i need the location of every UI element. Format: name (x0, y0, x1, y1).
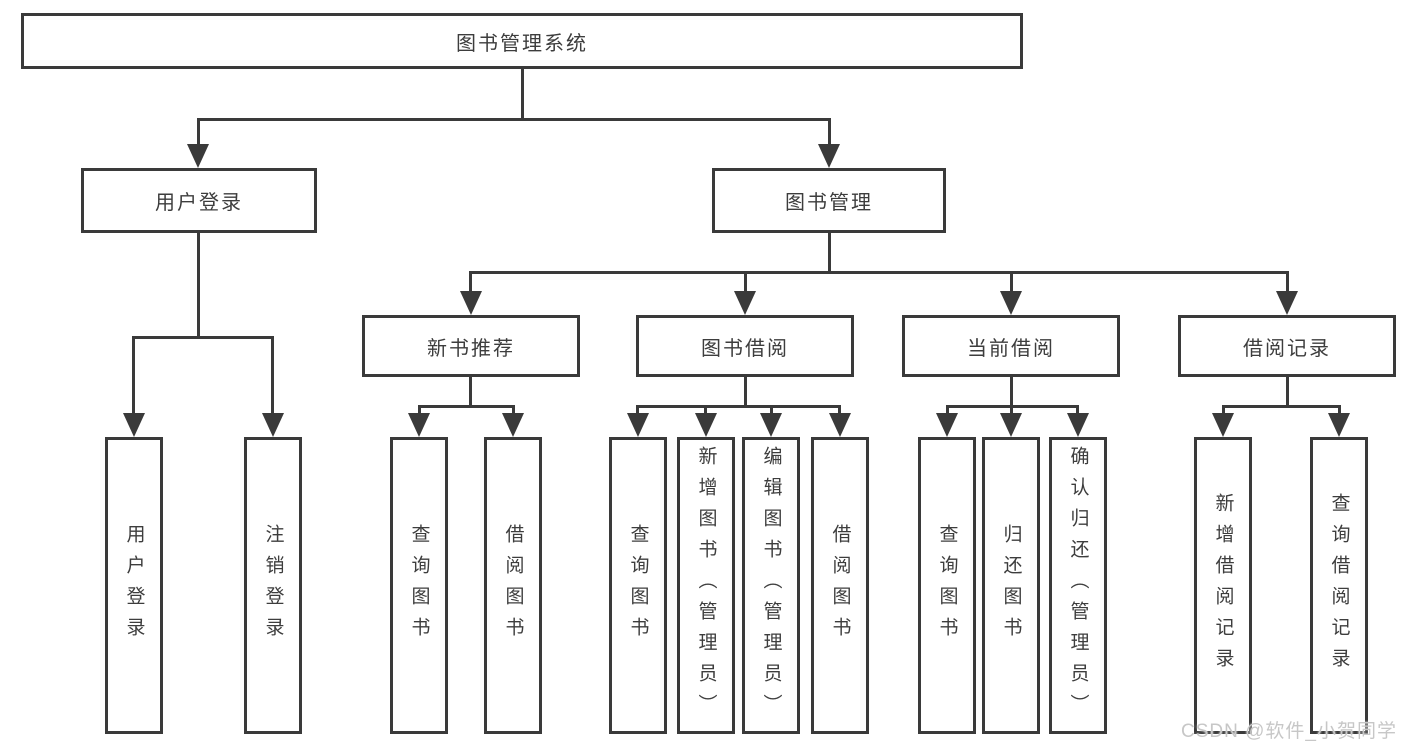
leaf-nb-borrow-books-label: 借阅图书 (502, 523, 524, 648)
arrow-down-icon (936, 413, 958, 437)
node-current-borrowing: 当前借阅 (902, 315, 1120, 377)
arrow-down-icon (1212, 413, 1234, 437)
connector-drop (1010, 271, 1013, 293)
leaf-cb-query-books-label: 查询图书 (936, 523, 958, 648)
connector-drop (704, 405, 707, 415)
connector-drop (197, 118, 200, 147)
arrow-down-icon (187, 144, 209, 168)
leaf-bb-borrow-books-label: 借阅图书 (829, 523, 851, 648)
leaf-nb-query-books-label: 查询图书 (408, 523, 430, 648)
arrow-down-icon (408, 413, 430, 437)
connector-rail (636, 405, 841, 408)
leaf-br-query-record: 查询借阅记录 (1310, 437, 1368, 734)
leaf-cb-query-books: 查询图书 (918, 437, 976, 734)
leaf-br-add-record-label: 新增借阅记录 (1212, 492, 1234, 679)
connector-level3-rail (469, 271, 1289, 274)
connector-drop (828, 118, 831, 147)
connector-rail (1222, 405, 1341, 408)
node-new-book-recommend: 新书推荐 (362, 315, 580, 377)
connector-drop (636, 405, 639, 415)
node-borrowing-records: 借阅记录 (1178, 315, 1396, 377)
leaf-cb-confirm-return-admin-label: 确认归还（管理员） (1067, 446, 1089, 725)
arrow-down-icon (502, 413, 524, 437)
connector-drop (418, 405, 421, 415)
arrow-down-icon (262, 413, 284, 437)
arrow-down-icon (760, 413, 782, 437)
leaf-bb-edit-books-admin: 编辑图书（管理员） (742, 437, 800, 734)
arrow-down-icon (818, 144, 840, 168)
leaf-cb-return-books-label: 归还图书 (1000, 523, 1022, 648)
leaf-cb-return-books: 归还图书 (982, 437, 1040, 734)
connector-drop (132, 336, 135, 415)
connector-level2-rail (197, 118, 831, 121)
leaf-logout-label: 注销登录 (262, 523, 284, 648)
connector-drop (770, 405, 773, 415)
connector-drop (1286, 271, 1289, 293)
leaf-logout: 注销登录 (244, 437, 302, 734)
connector-drop (744, 271, 747, 293)
arrow-down-icon (1276, 291, 1298, 315)
leaf-nb-borrow-books: 借阅图书 (484, 437, 542, 734)
leaf-cb-confirm-return-admin: 确认归还（管理员） (1049, 437, 1107, 734)
connector-drop (271, 336, 274, 415)
leaf-br-add-record: 新增借阅记录 (1194, 437, 1252, 734)
arrow-down-icon (1067, 413, 1089, 437)
connector-drop (469, 271, 472, 293)
arrow-down-icon (1000, 291, 1022, 315)
connector-drop (1222, 405, 1225, 415)
node-book-management: 图书管理 (712, 168, 946, 233)
leaf-bb-borrow-books: 借阅图书 (811, 437, 869, 734)
leaf-user-login-label: 用户登录 (123, 523, 145, 648)
connector-stem (1010, 377, 1013, 405)
leaf-nb-query-books: 查询图书 (390, 437, 448, 734)
node-user-login: 用户登录 (81, 168, 317, 233)
arrow-down-icon (460, 291, 482, 315)
leaf-bb-query-books: 查询图书 (609, 437, 667, 734)
node-library-management-system: 图书管理系统 (21, 13, 1023, 69)
connector-drop (512, 405, 515, 415)
leaf-bb-query-books-label: 查询图书 (627, 523, 649, 648)
connector-book-mgmt-stem (828, 233, 831, 271)
leaf-bb-add-books-admin-label: 新增图书（管理员） (695, 446, 717, 725)
arrow-down-icon (1328, 413, 1350, 437)
connector-root-stem (521, 69, 524, 118)
connector-stem (469, 377, 472, 405)
connector-user-login-rail (132, 336, 274, 339)
connector-drop (838, 405, 841, 415)
connector-drop (1338, 405, 1341, 415)
arrow-down-icon (695, 413, 717, 437)
connector-drop (1076, 405, 1079, 415)
leaf-user-login: 用户登录 (105, 437, 163, 734)
connector-rail (418, 405, 515, 408)
arrow-down-icon (123, 413, 145, 437)
arrow-down-icon (734, 291, 756, 315)
connector-stem (744, 377, 747, 405)
leaf-bb-edit-books-admin-label: 编辑图书（管理员） (760, 446, 782, 725)
connector-drop (946, 405, 949, 415)
connector-user-login-stem (197, 233, 200, 336)
arrow-down-icon (1000, 413, 1022, 437)
connector-stem (1286, 377, 1289, 405)
csdn-watermark: CSDN @软件_小贺同学 (1181, 721, 1397, 742)
leaf-bb-add-books-admin: 新增图书（管理员） (677, 437, 735, 734)
arrow-down-icon (627, 413, 649, 437)
node-book-borrowing: 图书借阅 (636, 315, 854, 377)
arrow-down-icon (829, 413, 851, 437)
connector-drop (1010, 405, 1013, 415)
leaf-br-query-record-label: 查询借阅记录 (1328, 492, 1350, 679)
